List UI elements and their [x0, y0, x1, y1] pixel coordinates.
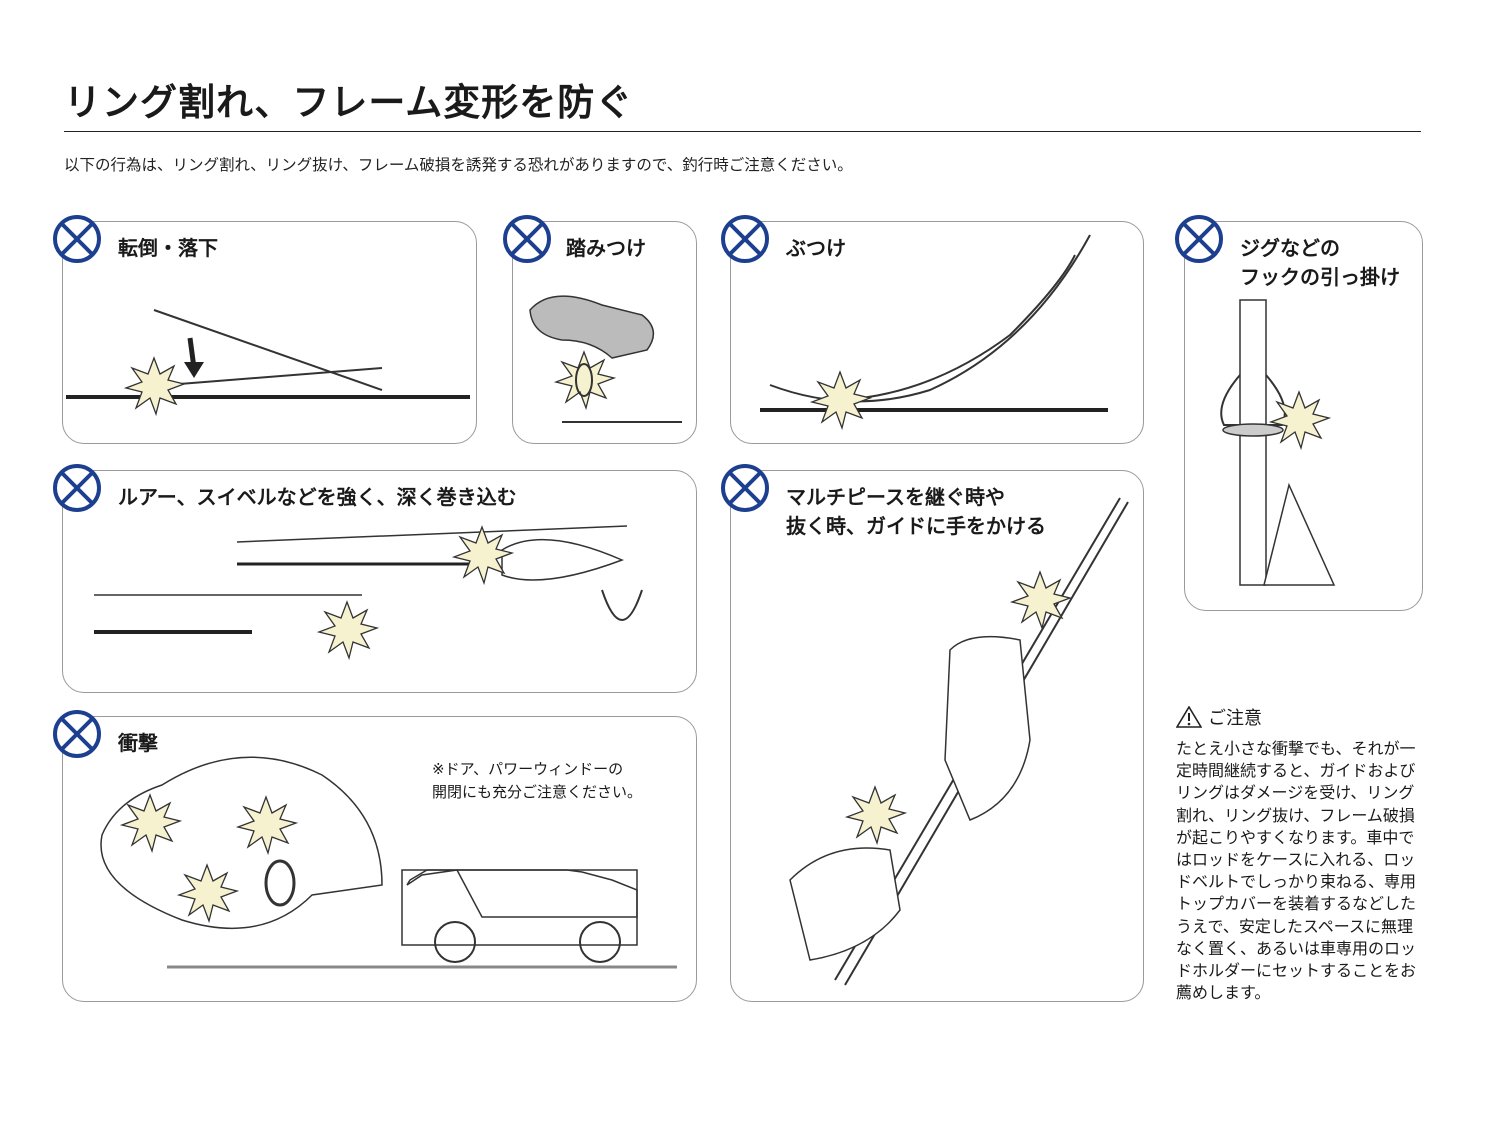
panel-impact-title: 衝撃	[118, 731, 158, 755]
prohibited-icon	[1175, 215, 1223, 263]
caution-title: ご注意	[1208, 708, 1262, 729]
panel-step-title: 踏みつけ	[566, 236, 646, 260]
caution-heading: ご注意	[1176, 704, 1262, 730]
falling-rod-illustration	[66, 309, 470, 415]
stepping-shoe-illustration	[529, 295, 682, 423]
bumping-rod-illustration	[760, 234, 1108, 429]
panel-fall-title: 転倒・落下	[118, 236, 218, 260]
title-divider	[64, 131, 1421, 132]
prohibited-icon	[53, 464, 101, 512]
page-title: リング割れ、フレーム変形を防ぐ	[64, 81, 634, 124]
multipiece-hands-illustration	[789, 497, 1129, 986]
panel-reel	[62, 470, 697, 693]
panel-multi-title: マルチピースを継ぐ時や 抜く時、ガイドに手をかける	[786, 485, 1046, 538]
jig-hook-illustration	[1220, 299, 1336, 586]
panel-bump	[730, 221, 1144, 444]
impact-note: ※ドア、パワーウィンドーの 開閉にも充分ご注意ください。	[432, 760, 643, 801]
panel-hook-title: ジグなどの フックの引っ掛け	[1240, 236, 1400, 289]
panel-fall	[62, 221, 477, 444]
car-impact-illustration	[100, 756, 677, 969]
page-subtitle: 以下の行為は、リング割れ、リング抜け、フレーム破損を誘発する恐れがありますので、…	[64, 156, 853, 174]
prohibited-icon	[53, 215, 101, 263]
warning-triangle-icon	[1176, 706, 1202, 728]
panel-reel-title: ルアー、スイベルなどを強く、深く巻き込む	[118, 485, 517, 509]
lure-swivel-illustration	[94, 525, 643, 659]
panel-bump-title: ぶつけ	[786, 236, 846, 260]
prohibited-icon	[503, 215, 551, 263]
caution-body: たとえ小さな衝撃でも、それが一定時間継続すると、ガイドおよびリングはダメージを受…	[1176, 739, 1417, 1003]
